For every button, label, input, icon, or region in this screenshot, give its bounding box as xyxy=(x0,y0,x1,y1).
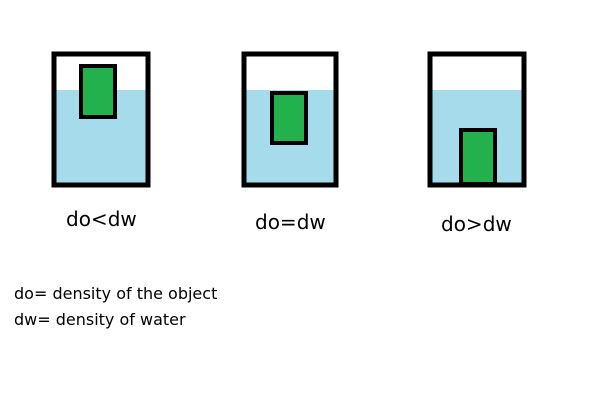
caption-floating: do<dw xyxy=(66,207,137,231)
beaker-outline xyxy=(241,51,339,188)
legend-density-object: do= density of the object xyxy=(14,284,218,303)
legend-density-water: dw= density of water xyxy=(14,310,186,329)
beaker-outline xyxy=(51,51,151,188)
caption-sinking: do>dw xyxy=(441,212,512,236)
caption-suspended: do=dw xyxy=(255,210,326,234)
object-block xyxy=(79,64,117,119)
object-block xyxy=(270,91,308,145)
object-block xyxy=(459,128,497,186)
beaker-suspended xyxy=(241,51,339,188)
beaker-sinking xyxy=(427,51,527,188)
beaker-floating xyxy=(51,51,151,188)
